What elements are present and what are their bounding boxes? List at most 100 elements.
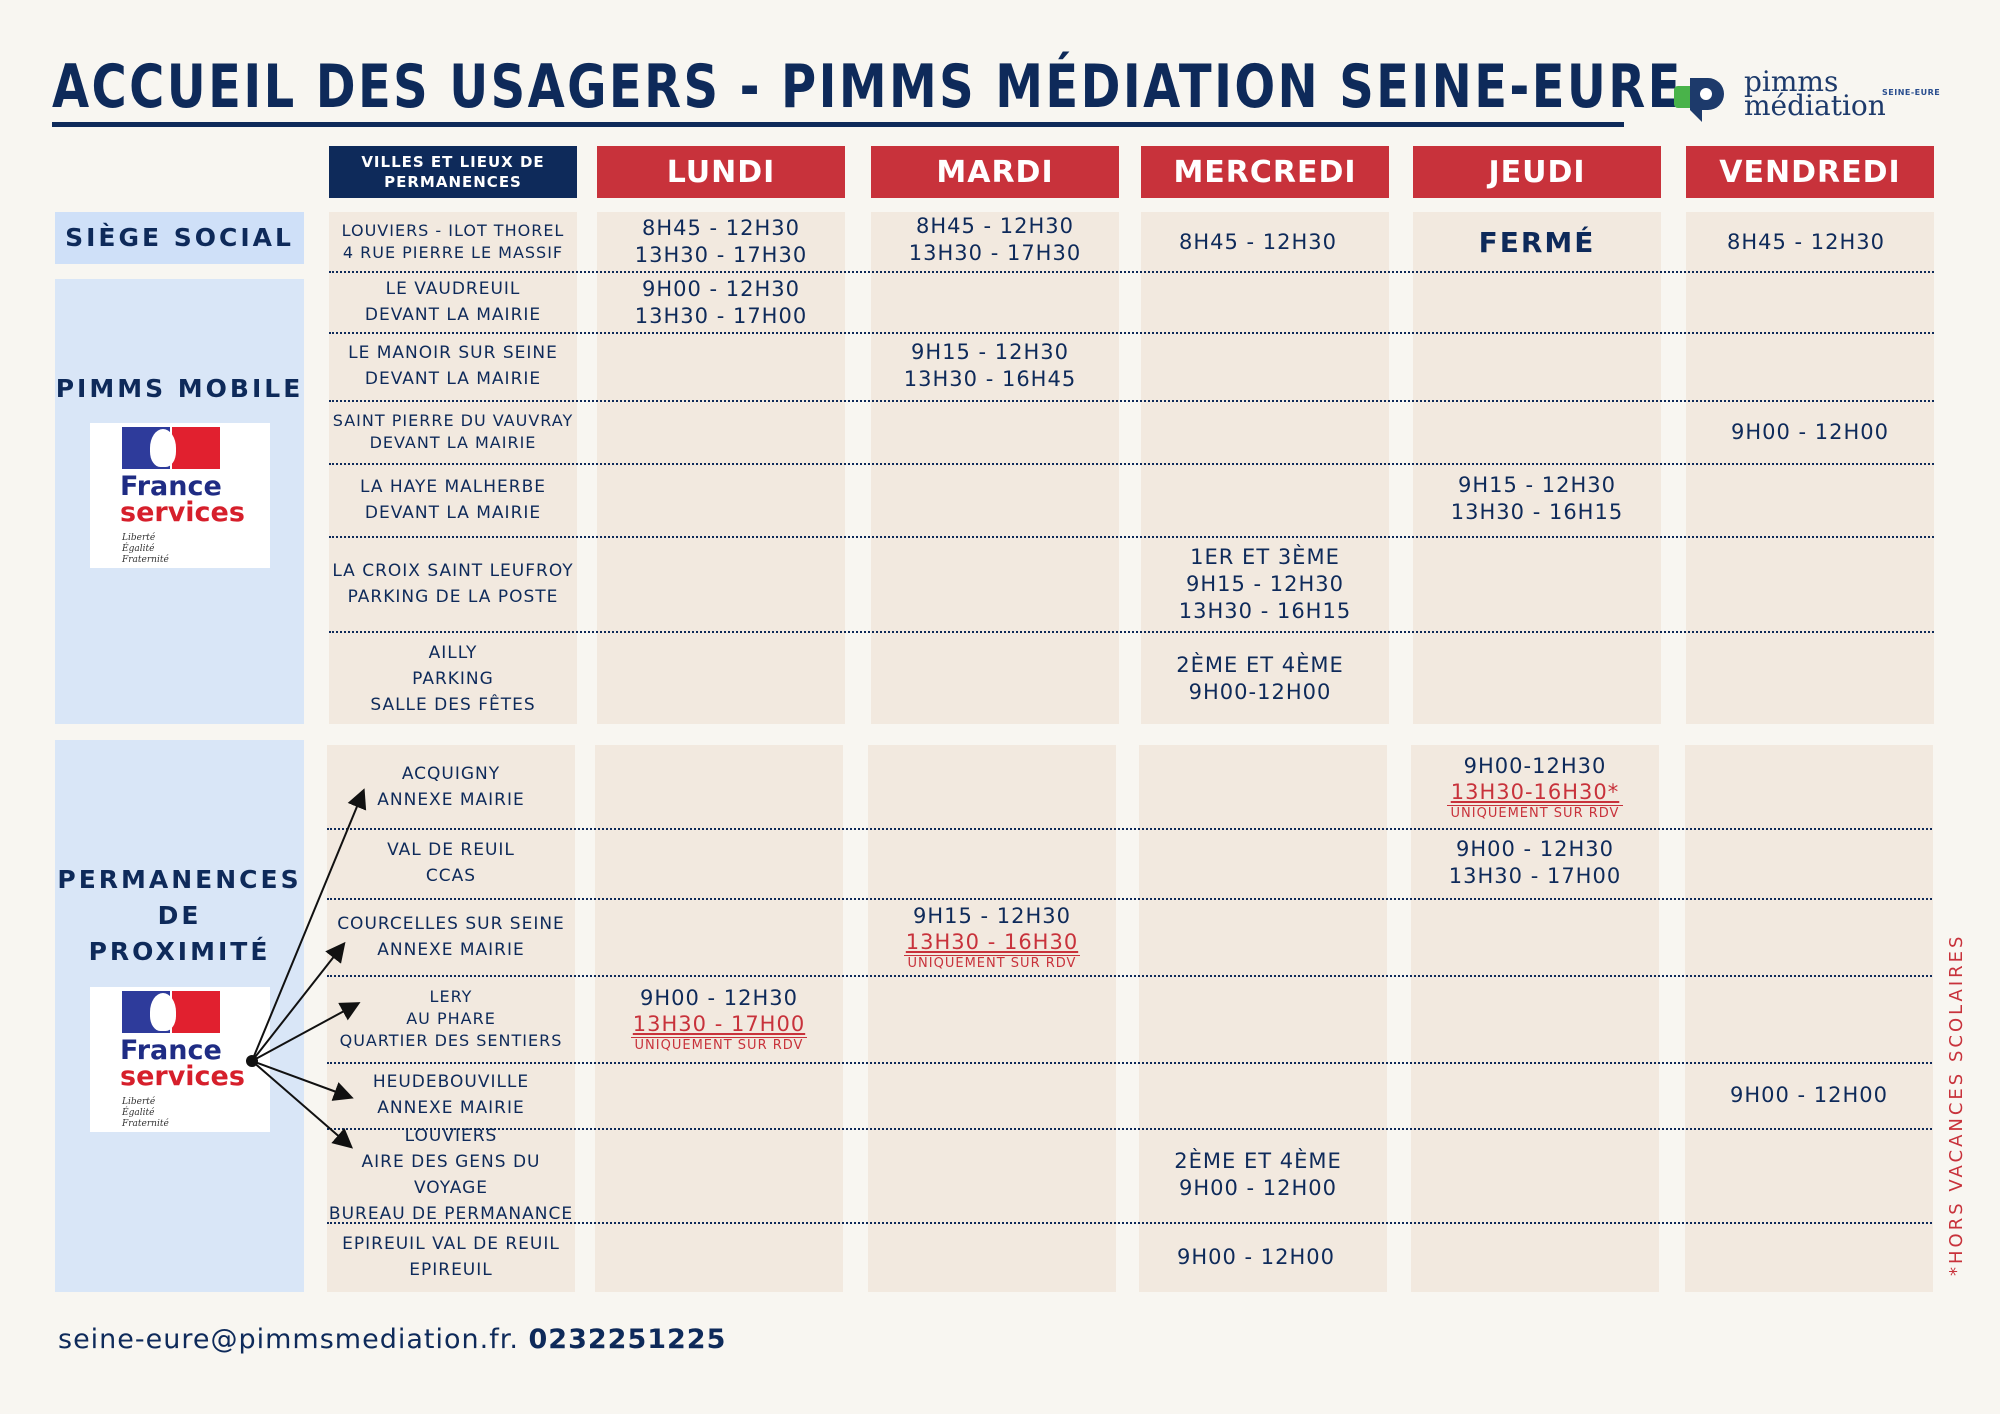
hours-line: 2ÈME ET 4ÈME	[1174, 1149, 1342, 1173]
hours-line: 9H15 - 12H30	[1457, 473, 1617, 497]
row-separator	[327, 898, 1932, 900]
france-services-logo: France services Liberté Égalité Fraterni…	[90, 987, 270, 1132]
row-separator	[329, 463, 1934, 465]
hours-line: 9H00 - 12H30	[1455, 837, 1615, 861]
location-courcelles: COURCELLES SUR SEINE ANNEXE MAIRIE	[327, 900, 575, 973]
location-line: ANNEXE MAIRIE	[377, 790, 525, 810]
header-villes-line2: PERMANENCES	[384, 173, 522, 191]
hours-cell: 9H15 - 12H30 13H30 - 16H45	[866, 334, 1114, 398]
hours-line: 9H00 - 12H00	[1176, 1244, 1336, 1269]
location-line: EPIREUIL	[409, 1260, 493, 1280]
hours-line: 9H00 - 12H00	[1730, 419, 1890, 444]
logo-subtitle: SEINE-EURE	[1882, 88, 1941, 97]
fs-motto-2: Égalité	[122, 544, 155, 554]
location-line: LERY	[429, 986, 473, 1006]
hours-cell: 9H00-12H30 13H30-16H30* UNIQUEMENT SUR R…	[1411, 748, 1659, 826]
column-bg-jeudi	[1411, 745, 1659, 1292]
fs-word-france: France	[120, 471, 222, 502]
hours-line: 8H45 - 12H30	[1178, 229, 1338, 254]
row-separator	[327, 828, 1932, 830]
hours-line: 9H00 - 12H30	[639, 985, 799, 1010]
hours-cell: 9H00 - 12H00	[1685, 1064, 1933, 1126]
hours-line: 9H00 - 12H00	[1178, 1176, 1338, 1200]
location-line: LA HAYE MALHERBE	[359, 477, 547, 497]
location-line: DEVANT LA MAIRIE	[369, 433, 537, 452]
hours-line: 9H00 - 12H00	[1729, 1082, 1889, 1107]
fs-motto: Liberté Égalité Fraternité	[122, 533, 169, 566]
location-la-croix: LA CROIX SAINT LEUFROY PARKING DE LA POS…	[329, 539, 577, 629]
location-line: PARKING	[412, 669, 494, 689]
logo-wordmark: pimms médiation	[1744, 68, 1886, 120]
fs-motto-3: Fraternité	[122, 555, 169, 565]
header-day-mardi: MARDI	[871, 146, 1119, 198]
hours-line: 13H30 - 17H30	[634, 243, 808, 267]
hours-cell: 9H00 - 12H30 13H30 - 17H00	[1411, 830, 1659, 896]
hours-cell: 8H45 - 12H30	[1682, 214, 1930, 270]
hours-cell: 9H15 - 12H30 13H30 - 16H15	[1413, 466, 1661, 532]
marianne-icon	[150, 429, 176, 467]
location-line: DEVANT LA MAIRIE	[364, 305, 542, 325]
hours-line: 8H45 - 12H30	[641, 216, 801, 240]
hours-line: 13H30 - 17H00	[634, 304, 808, 328]
pimms-logo-icon	[1674, 78, 1724, 122]
hours-cell: 2ÈME ET 4ÈME 9H00-12H00	[1136, 634, 1384, 724]
contact-phone[interactable]: 0232251225	[528, 1324, 727, 1355]
location-line: AILLY	[428, 643, 478, 663]
location-line: VAL DE REUIL	[387, 840, 515, 860]
hours-cell: 9H00 - 12H30 13H30 - 17H00	[597, 275, 845, 331]
section-proximite-line1: PERMANENCES	[57, 865, 302, 894]
header-day-lundi: LUNDI	[597, 146, 845, 198]
hours-line: 9H15 - 12H30	[1185, 571, 1345, 596]
france-services-logo: France services Liberté Égalité Fraterni…	[90, 423, 270, 568]
flag-red	[172, 991, 220, 1033]
column-bg-mercredi	[1141, 212, 1389, 724]
location-saint-pierre: SAINT PIERRE DU VAUVRAY DEVANT LA MAIRIE	[329, 402, 577, 462]
column-bg-vendredi	[1685, 745, 1933, 1292]
row-separator	[327, 1222, 1932, 1224]
row-separator	[329, 332, 1934, 334]
location-louviers-gens-du-voyage: LOUVIERS AIRE DES GENS DU VOYAGE BUREAU …	[327, 1126, 575, 1224]
column-bg-mardi	[868, 745, 1116, 1292]
hours-cell: 8H45 - 12H30 13H30 - 17H30	[597, 214, 845, 270]
row-separator	[327, 975, 1932, 977]
location-louviers-thorel: LOUVIERS - ILOT THOREL 4 RUE PIERRE LE M…	[329, 214, 577, 270]
section-siege-social: SIÈGE SOCIAL	[55, 212, 304, 264]
location-line: LOUVIERS - ILOT THOREL	[341, 221, 565, 240]
column-bg-mercredi	[1139, 745, 1387, 1292]
header-day-vendredi: VENDREDI	[1686, 146, 1934, 198]
location-acquigny: ACQUIGNY ANNEXE MAIRIE	[327, 748, 575, 826]
hours-line: 13H30 - 17H00	[1448, 864, 1622, 888]
fs-word-services: services	[120, 1061, 245, 1092]
location-line: ACQUIGNY	[401, 764, 501, 784]
section-permanences-proximite: PERMANENCES DE PROXIMITÉ France services…	[55, 740, 304, 1292]
location-le-vaudreuil: LE VAUDREUIL DEVANT LA MAIRIE	[329, 273, 577, 331]
column-bg-jeudi	[1413, 212, 1661, 724]
location-line: CCAS	[425, 866, 477, 886]
fs-motto-1: Liberté	[122, 1097, 156, 1107]
location-epireuil: EPIREUIL VAL DE REUIL EPIREUIL	[327, 1224, 575, 1290]
location-line: LOUVIERS	[404, 1126, 498, 1146]
location-line: QUARTIER DES SENTIERS	[339, 1030, 563, 1050]
location-val-de-reuil: VAL DE REUIL CCAS	[327, 830, 575, 896]
hours-cell: 1ER ET 3ÈME 9H15 - 12H30 13H30 - 16H15	[1141, 539, 1389, 629]
fs-motto: Liberté Égalité Fraternité	[122, 1097, 169, 1130]
location-line: AU PHARE	[406, 1008, 496, 1028]
hours-line: 1ER ET 3ÈME	[1190, 544, 1340, 569]
location-line: HEUDEBOUVILLE	[372, 1072, 530, 1092]
hours-cell: 9H00 - 12H30 13H30 - 17H00 UNIQUEMENT SU…	[595, 977, 843, 1060]
location-line: DEVANT LA MAIRIE	[364, 503, 542, 523]
location-lery: LERY AU PHARE QUARTIER DES SENTIERS	[327, 977, 575, 1060]
column-bg-lundi	[595, 745, 843, 1292]
hours-cell: 9H15 - 12H30 13H30 - 16H30 UNIQUEMENT SU…	[868, 900, 1116, 973]
hours-line: 13H30 - 17H30	[908, 241, 1082, 265]
hours-line: 8H45 - 12H30	[915, 214, 1075, 238]
appointment-hours: 13H30 - 17H00	[632, 1011, 806, 1036]
row-separator	[329, 631, 1934, 633]
contact-email-link[interactable]: seine-eure@pimmsmediation.fr.	[58, 1324, 519, 1355]
appointment-only-note: UNIQUEMENT SUR RDV	[1446, 805, 1624, 821]
location-line: DEVANT LA MAIRIE	[364, 369, 542, 389]
hours-cell: 9H00 - 12H00	[1132, 1224, 1380, 1290]
location-line: LE MANOIR SUR SEINE	[348, 343, 558, 363]
hours-line: 9H00-12H30	[1463, 754, 1607, 778]
location-line: EPIREUIL VAL DE REUIL	[342, 1234, 560, 1254]
